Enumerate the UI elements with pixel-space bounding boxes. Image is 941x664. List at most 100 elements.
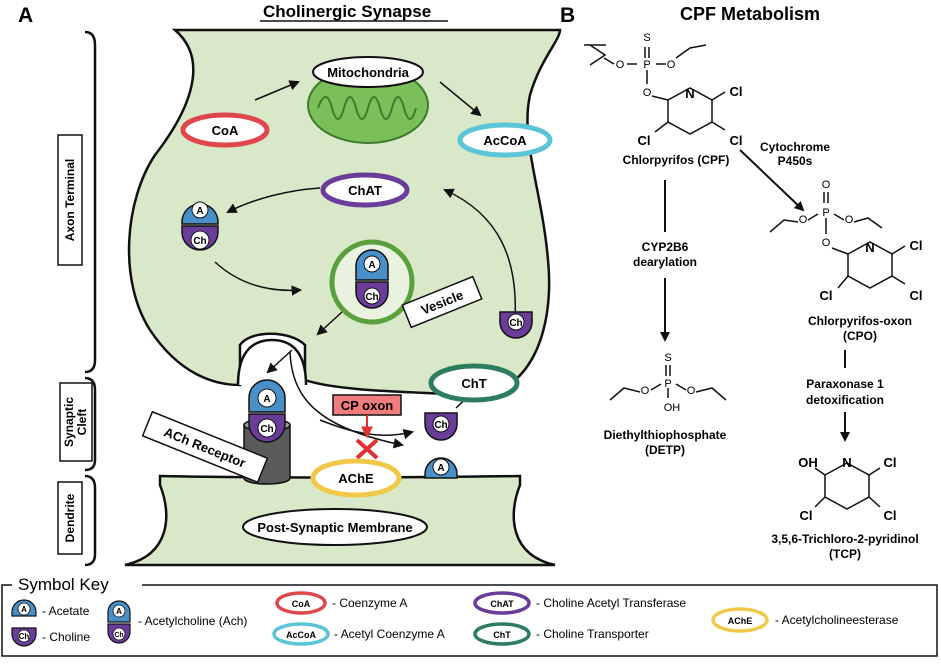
inhibition-x-icon: [355, 438, 379, 460]
symbol-key-title: Symbol Key: [18, 575, 109, 594]
cpf-p-atom: P: [643, 59, 650, 71]
symbol-key-title-bg: [12, 574, 142, 594]
key-cht-badge-label: ChT: [493, 630, 511, 640]
key-accoa-badge: [272, 622, 330, 646]
cht-badge: [428, 363, 520, 403]
dendrite-bracket: [84, 474, 97, 567]
cpf-name: Chlorpyrifos (CPF): [623, 153, 730, 167]
mitochondria-badge: [312, 56, 424, 88]
panel-b-letter: B: [560, 4, 575, 27]
vesicle-tag: Vesicle: [401, 275, 483, 329]
cleft-ach-a-label: A: [263, 394, 270, 405]
key-coa-badge-label: CoA: [292, 599, 311, 609]
detp-structure: [609, 365, 727, 401]
detp-s-atom: S: [664, 352, 671, 364]
ach-hydrolysis-arrow: [289, 351, 405, 449]
key-ach-label: - Acetylcholine (Ach): [138, 614, 247, 628]
cpo-structure: [769, 192, 906, 289]
pon1-label-2: detoxification: [806, 393, 884, 407]
chat-label: ChAT: [348, 183, 382, 198]
svg-text:A: A: [21, 605, 27, 614]
svg-text:Ch: Ch: [19, 632, 30, 641]
panel-a-title: Cholinergic Synapse: [263, 2, 431, 21]
cpo-cl1-atom: Cl: [910, 238, 923, 253]
acetate-cleft-label: A: [437, 463, 444, 474]
choline-to-chat-arrow: [443, 188, 517, 321]
key-ache-label: - Acetylcholineesterase: [775, 613, 899, 627]
coa-to-mito-arrow: [254, 80, 300, 101]
vesicle-to-membrane-arrow: [316, 311, 343, 336]
choline-molecule-cleft: Ch: [424, 412, 458, 441]
axon-bracket: [84, 30, 97, 374]
cleft-bracket: [84, 376, 97, 472]
key-acetate-icon: A: [11, 599, 37, 617]
cp-oxon-label: CP oxon: [341, 398, 394, 413]
detp-oh-atom: OH: [664, 402, 681, 414]
key-choline-icon: Ch: [11, 627, 37, 647]
symbol-key-box: [1, 584, 938, 657]
cpf-cl3-atom: Cl: [730, 133, 743, 148]
cyp2b6-label-1: CYP2B6: [642, 240, 689, 254]
ache-badge: [310, 458, 402, 498]
key-acetate-label: - Acetate: [42, 604, 90, 618]
mito-to-accoa-arrow: [439, 81, 482, 117]
post-synaptic-badge: [242, 508, 428, 546]
choline-terminal-label: Ch: [509, 318, 522, 329]
key-chat-badge-label: ChAT: [490, 599, 514, 609]
tcp-structure: [814, 462, 881, 510]
detp-name-2: (DETP): [645, 443, 685, 457]
cpf-o1-atom: O: [616, 59, 625, 71]
accoa-badge: [457, 122, 553, 158]
cpf-cl2-atom: Cl: [638, 133, 651, 148]
mitochondria-label: Mitochondria: [327, 65, 409, 80]
cpf-s-atom: S: [643, 32, 650, 44]
ach-molecule-terminal: A Ch: [181, 201, 219, 251]
fusion-pocket: [236, 338, 308, 386]
detp-p-atom: P: [664, 378, 671, 390]
key-coa-badge: [275, 591, 327, 615]
key-accoa-label: - Acetyl Coenzyme A: [334, 627, 445, 641]
axon-terminal-label: Axon Terminal: [63, 159, 77, 241]
panel-b-title: CPF Metabolism: [680, 4, 820, 24]
cpo-o3-atom: O: [845, 214, 854, 226]
ach-to-vesicle-arrow: [214, 261, 303, 296]
cpf-to-cpo-arrow: [739, 149, 805, 212]
dendrite-label-box: [57, 481, 83, 555]
dendrite-label: Dendrite: [63, 493, 77, 542]
tcp-n-atom: N: [842, 455, 851, 470]
cpo-o1-atom: O: [822, 179, 831, 191]
svg-text:A: A: [116, 607, 122, 616]
cpf-o3-atom: O: [643, 87, 652, 99]
tcp-name-2: (TCP): [829, 547, 861, 561]
ach-a-label: A: [196, 206, 203, 217]
ache-label: AChE: [338, 471, 374, 486]
key-coa-label: - Coenzyme A: [332, 596, 407, 610]
cleft-label-box: [59, 382, 93, 462]
key-accoa-badge-label: AcCoA: [286, 630, 317, 640]
axon-label-box: [57, 134, 83, 266]
cpf-n-atom: N: [685, 86, 694, 101]
cpo-p-atom: P: [822, 207, 829, 219]
choline-molecule-terminal: Ch: [499, 311, 533, 339]
cpf-o2-atom: O: [667, 59, 676, 71]
key-ach-icon: A Ch: [107, 600, 131, 644]
detp-o2-atom: O: [687, 385, 696, 397]
cpo-cl2-atom: Cl: [820, 288, 833, 303]
cpo-o2-atom: O: [799, 214, 808, 226]
vesicle-a-label: A: [368, 260, 375, 271]
tcp-cl3-atom: Cl: [884, 508, 897, 523]
ach-molecule-cleft: A Ch: [248, 379, 286, 443]
key-chat-badge: [473, 591, 531, 615]
release-arrow: [266, 349, 293, 374]
cpo-cl3-atom: Cl: [910, 288, 923, 303]
key-ache-badge-label: AChE: [728, 616, 753, 626]
cpf-structure: [584, 44, 726, 135]
key-choline-label: - Choline: [42, 630, 90, 644]
cyp450-label-1: Cytochrome: [760, 140, 830, 154]
pon1-label-1: Paraxonase 1: [806, 377, 884, 391]
chat-badge: [320, 172, 410, 208]
tcp-oh-atom: OH: [798, 455, 818, 470]
accoa-label: AcCoA: [483, 133, 527, 148]
ach-ch-label: Ch: [193, 236, 206, 247]
key-ache-badge: [711, 607, 769, 633]
